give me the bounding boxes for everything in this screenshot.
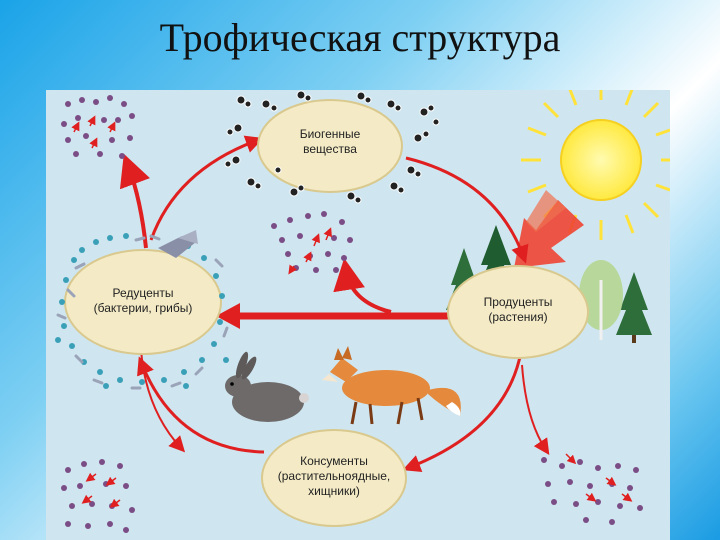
cycle-arrows [137, 135, 529, 473]
decomposers-label: Редуценты (бактерии, грибы) [73, 286, 213, 316]
respiration-arrow [333, 258, 392, 314]
particle-cluster-center [271, 211, 353, 275]
fox-icon [322, 346, 461, 425]
biogenic-label: Биогенные вещества [268, 127, 392, 157]
producers-node [447, 265, 589, 359]
particle-cluster-bottom-right [541, 453, 643, 525]
producers-to-decomposers-arrow [216, 303, 451, 329]
decomposers-label-line1: Редуценты [112, 286, 174, 300]
molecule-icon [224, 90, 440, 204]
fungus-icon [158, 230, 198, 258]
consumers-label-line1: Консументы [300, 454, 368, 468]
slide-title: Трофическая структура [159, 15, 561, 60]
consumers-label-line3: хищники) [308, 484, 360, 498]
producers-label: Продуценты (растения) [456, 295, 580, 325]
biogenic-label-line2: вещества [303, 142, 357, 156]
birch-icon [579, 260, 623, 340]
trophic-diagram: Биогенные вещества Продуценты (растения)… [46, 90, 670, 540]
diagram-canvas [55, 90, 670, 533]
biogenic-label-line1: Биогенные [299, 127, 361, 141]
consumers-label-line2: (растительноядные, [277, 469, 391, 483]
producers-label-line2: (растения) [488, 310, 548, 324]
decomposers-label-line2: (бактерии, грибы) [93, 301, 193, 315]
producers-label-line1: Продуценты [483, 295, 553, 309]
biogenic-node [257, 99, 403, 193]
bacteria-icon [55, 233, 229, 389]
particle-cluster-top-left [61, 95, 135, 159]
consumers-node [261, 429, 407, 527]
particle-cluster-bottom-left [61, 459, 135, 533]
bacteria-rods [56, 234, 229, 390]
rabbit-icon [225, 351, 309, 422]
sunlight-arrow [514, 190, 584, 268]
consumers-label: Консументы (растительноядные, хищники) [264, 454, 404, 499]
